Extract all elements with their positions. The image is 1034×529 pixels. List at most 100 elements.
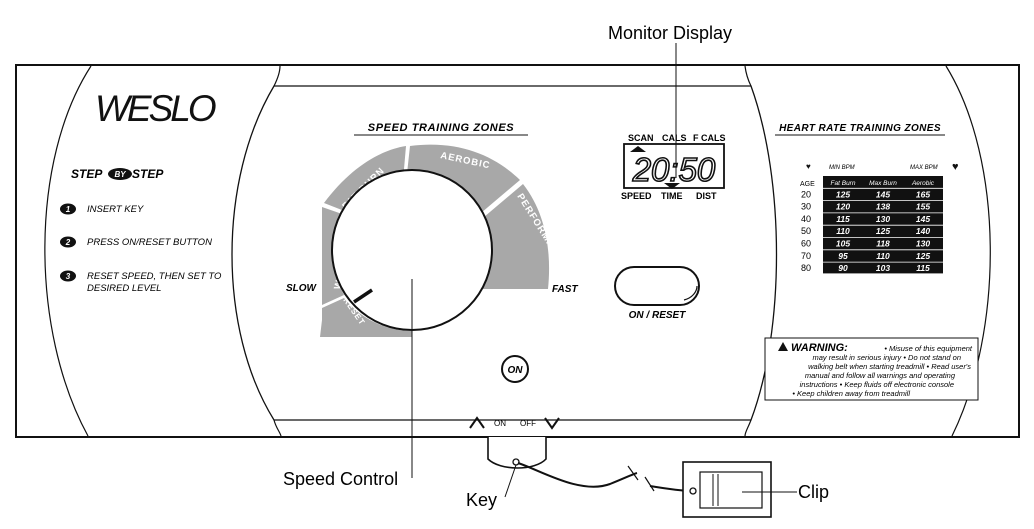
switch-off-arrow-icon bbox=[544, 417, 560, 430]
heart-rate-value: 130 bbox=[916, 239, 930, 249]
step-list: 1 INSERT KEY 2 PRESS ON/RESET BUTTON 3 R… bbox=[60, 203, 222, 294]
on-indicator bbox=[501, 355, 529, 383]
center-top-curve bbox=[273, 65, 752, 87]
heart-rate-table: Fat Burn Max Burn Aerobic 20 125 145 165 30 120 1… bbox=[801, 176, 943, 274]
on-indicator-label: ON bbox=[508, 365, 524, 376]
display-label-fcals: F CALS bbox=[693, 133, 726, 143]
heart-rate-value: 110 bbox=[836, 226, 850, 236]
step-text: INSERT KEY bbox=[87, 204, 144, 215]
switch-off-label: OFF bbox=[520, 419, 536, 428]
display-label-speed: SPEED bbox=[621, 191, 652, 201]
step-number-badge bbox=[60, 270, 76, 282]
display-label-cals: CALS bbox=[662, 133, 687, 143]
warning-line: manual and follow all warnings and opera… bbox=[805, 371, 956, 380]
left-panel-curve bbox=[44, 65, 92, 437]
heart-rate-age: 50 bbox=[801, 226, 811, 236]
callout-monitor-display: Monitor Display bbox=[608, 23, 732, 43]
heart-rate-value: 125 bbox=[916, 251, 930, 261]
display-label-scan: SCAN bbox=[628, 133, 654, 143]
zone-aerobic bbox=[405, 144, 520, 224]
clip-eyelet bbox=[689, 487, 697, 495]
heart-rate-table-body bbox=[823, 176, 943, 274]
display-down-indicator bbox=[664, 183, 680, 189]
heart-rate-value: 115 bbox=[916, 263, 930, 273]
heart-rate-column-header: Aerobic bbox=[911, 180, 935, 187]
heart-rate-column-header: Max Burn bbox=[869, 180, 897, 187]
step-text-line2: DESIRED LEVEL bbox=[87, 283, 161, 294]
heart-rate-value: 145 bbox=[916, 214, 930, 224]
step-number: 2 bbox=[65, 238, 71, 247]
age-label: AGE bbox=[800, 181, 815, 188]
step-number-badge bbox=[60, 203, 76, 215]
heart-rate-value: 145 bbox=[876, 189, 890, 199]
heart-rate-age: 80 bbox=[801, 263, 811, 273]
display-digits: 20:50 bbox=[632, 151, 716, 188]
heart-rate-age: 60 bbox=[801, 239, 811, 249]
heart-icon: ♥ bbox=[952, 161, 959, 173]
display-label-dist: DIST bbox=[696, 191, 717, 201]
heart-rate-age: 70 bbox=[801, 251, 811, 261]
zone-fat-burn bbox=[324, 146, 406, 212]
zone-reset bbox=[320, 298, 412, 337]
step-by-step-title: STEP BY STEP bbox=[71, 167, 164, 181]
slow-label: SLOW bbox=[286, 283, 318, 294]
heart-rate-age: 20 bbox=[801, 189, 811, 199]
speed-zone-arc bbox=[320, 144, 550, 337]
display-bottom-labels: SPEED TIME DIST bbox=[621, 191, 717, 201]
warning-triangle-icon bbox=[778, 342, 788, 351]
knob-indicator bbox=[353, 288, 373, 304]
on-reset-button[interactable] bbox=[614, 266, 700, 306]
center-panel-outline bbox=[231, 85, 778, 421]
heart-rate-value: 138 bbox=[876, 202, 890, 212]
heart-rate-value: 105 bbox=[836, 239, 850, 249]
heart-rate-value: 125 bbox=[836, 189, 850, 199]
step-title-mid: BY bbox=[114, 170, 126, 179]
heart-rate-value: 103 bbox=[876, 263, 890, 273]
display-up-indicator bbox=[630, 146, 646, 152]
on-reset-button-shadow bbox=[683, 285, 698, 301]
warning-line: walking belt when starting treadmill • R… bbox=[808, 362, 971, 371]
leader-key bbox=[504, 464, 517, 498]
heart-icon: ♥ bbox=[806, 162, 811, 171]
heart-rate-age: 30 bbox=[801, 202, 811, 212]
display-top-labels: SCAN CALS F CALS bbox=[628, 133, 726, 143]
step-text: PRESS ON/RESET BUTTON bbox=[87, 237, 212, 248]
warning-text: WARNING: • Misuse of this equipment may … bbox=[778, 342, 973, 398]
fast-label: FAST bbox=[552, 284, 578, 295]
heart-rate-value: 90 bbox=[838, 263, 848, 273]
key-ring bbox=[512, 458, 520, 466]
clip-inner-body bbox=[699, 471, 763, 509]
heart-rate-value: 140 bbox=[916, 226, 930, 236]
step-title-left: STEP bbox=[71, 167, 103, 181]
warning-line: instructions • Keep fluids off electroni… bbox=[800, 380, 954, 389]
heart-rate-value: 155 bbox=[916, 202, 930, 212]
heart-rate-value: 125 bbox=[876, 226, 890, 236]
callout-key: Key bbox=[466, 490, 497, 510]
speed-zones-title: SPEED TRAINING ZONES bbox=[368, 122, 515, 134]
center-bottom-curve bbox=[273, 419, 752, 437]
heart-rate-value: 165 bbox=[916, 189, 930, 199]
step-title-right: STEP bbox=[132, 167, 164, 181]
heart-rate-value: 110 bbox=[876, 251, 890, 261]
switch-on-arrow-icon bbox=[469, 416, 485, 429]
tether-break-mark bbox=[627, 465, 655, 492]
heart-rate-value: 120 bbox=[836, 202, 850, 212]
min-bpm-label: MIN BPM bbox=[829, 165, 855, 171]
step-text-line1: RESET SPEED, THEN SET TO bbox=[87, 271, 222, 282]
heart-rate-value: 118 bbox=[876, 239, 890, 249]
brand-logo: WESLO bbox=[95, 88, 216, 129]
callout-clip: Clip bbox=[798, 482, 829, 502]
display-label-time: TIME bbox=[661, 191, 683, 201]
by-badge bbox=[108, 168, 132, 180]
key-housing[interactable] bbox=[487, 437, 547, 469]
step-number-badge bbox=[60, 236, 76, 248]
on-reset-label: ON / RESET bbox=[629, 310, 687, 321]
warning-line: • Keep children away from treadmill bbox=[792, 389, 910, 398]
switch-on-label: ON bbox=[494, 419, 506, 428]
heart-rate-column-header: Fat Burn bbox=[831, 180, 856, 187]
step-number: 1 bbox=[66, 205, 71, 214]
warning-heading: WARNING: bbox=[791, 342, 848, 354]
warning-line: may result in serious injury • Do not st… bbox=[812, 353, 961, 362]
warning-box bbox=[764, 337, 979, 401]
